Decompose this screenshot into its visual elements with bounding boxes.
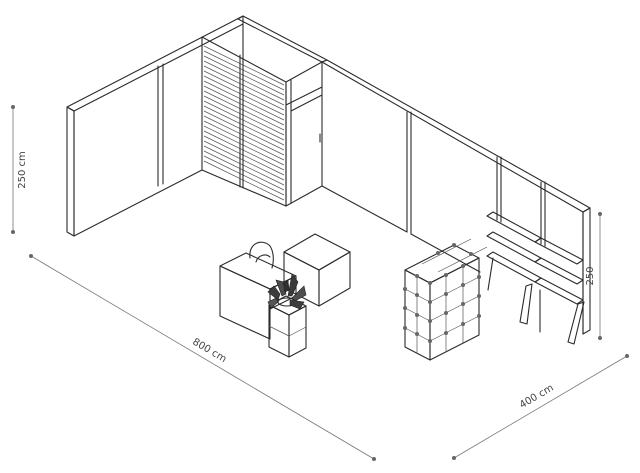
dimension-height-left: 250 cm: [11, 105, 28, 234]
cube-table: [283, 233, 351, 307]
height-left-label: 250 cm: [17, 151, 28, 189]
back-wall-right: [321, 59, 591, 335]
dimension-height-right: 250: [585, 212, 602, 340]
cube-shelving-unit: [403, 238, 488, 361]
dimension-depth: 400 cm: [452, 354, 629, 460]
slatted-wall: [201, 36, 287, 207]
potted-plant: [267, 273, 307, 310]
chair: [249, 241, 274, 269]
dimension-length: 800 cm: [29, 254, 376, 461]
reception-counter: [219, 252, 297, 340]
storage-room: [237, 15, 328, 207]
wall-shelves: [486, 211, 585, 345]
length-label: 800 cm: [190, 337, 228, 366]
depth-label: 400 cm: [518, 383, 556, 412]
back-wall-left: [66, 15, 244, 237]
height-right-label: 250: [585, 266, 596, 285]
